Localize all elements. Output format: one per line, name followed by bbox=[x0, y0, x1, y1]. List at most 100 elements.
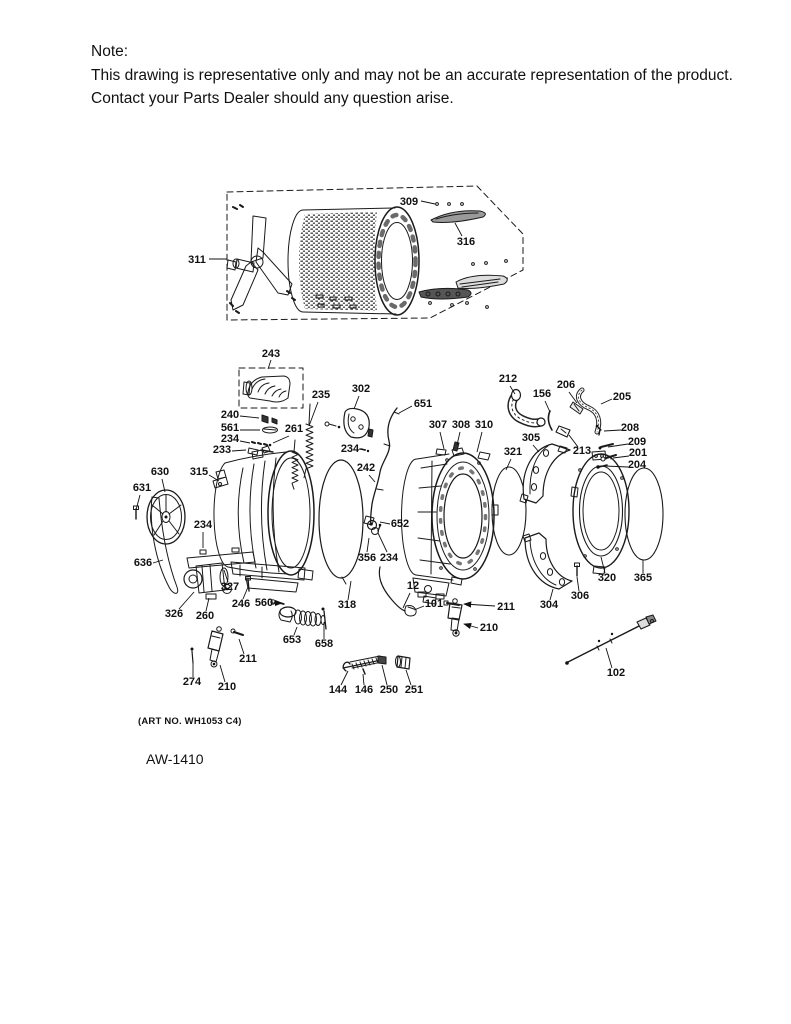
leader-line-210 bbox=[219, 664, 226, 683]
leader-line-233 bbox=[231, 449, 247, 452]
part-label-309: 309 bbox=[400, 196, 418, 208]
part-label-211: 211 bbox=[497, 601, 515, 613]
part-label-305: 305 bbox=[522, 432, 540, 444]
note-block: Note: This drawing is representative onl… bbox=[91, 40, 733, 111]
part-label-327: 327 bbox=[221, 581, 239, 593]
part-label-307: 307 bbox=[429, 419, 447, 431]
leader-line-307 bbox=[439, 431, 445, 450]
part-label-308: 308 bbox=[452, 419, 470, 431]
pressure-hose-651-242 bbox=[360, 407, 400, 526]
part-label-210: 210 bbox=[480, 622, 498, 634]
part-label-102: 102 bbox=[607, 667, 625, 679]
door-gasket-365 bbox=[624, 467, 664, 561]
tub-gasket-318 bbox=[318, 459, 364, 585]
part-label-234: 234 bbox=[221, 433, 240, 445]
leader-line-234 bbox=[239, 440, 251, 444]
part-label-302: 302 bbox=[352, 383, 370, 395]
part-label-213: 213 bbox=[573, 445, 591, 457]
part-label-234: 234 bbox=[194, 519, 213, 531]
part-label-321: 321 bbox=[504, 446, 522, 458]
leader-line-261 bbox=[272, 435, 290, 444]
leader-line-205 bbox=[600, 398, 613, 405]
leader-line-652 bbox=[379, 521, 391, 525]
part-label-561: 561 bbox=[221, 422, 239, 434]
leader-line-146 bbox=[362, 673, 365, 686]
baffle-parts bbox=[418, 202, 508, 309]
part-label-101: 101 bbox=[425, 598, 443, 610]
counterweight-lower-304 bbox=[522, 532, 573, 590]
part-label-210: 210 bbox=[218, 681, 236, 693]
part-label-206: 206 bbox=[557, 379, 575, 391]
leader-line-208 bbox=[603, 429, 622, 432]
drive-pulley-630 bbox=[146, 489, 186, 545]
leader-line-206 bbox=[568, 391, 578, 404]
leader-line-12 bbox=[402, 592, 411, 609]
leader-line-246 bbox=[242, 586, 249, 600]
shock-absorber-left-210 bbox=[207, 626, 224, 668]
shock-absorber-right-210 bbox=[443, 598, 463, 637]
leader-line-211 bbox=[238, 638, 245, 655]
leader-line-321 bbox=[505, 458, 512, 471]
front-ring-320 bbox=[570, 450, 630, 575]
part-label-201: 201 bbox=[629, 447, 647, 459]
drain-tube-12-101 bbox=[378, 566, 417, 617]
leader-line-210 bbox=[463, 622, 479, 630]
part-label-315: 315 bbox=[190, 466, 208, 478]
part-label-261: 261 bbox=[285, 423, 303, 435]
leader-line-250 bbox=[381, 664, 388, 686]
leader-line-326 bbox=[178, 591, 195, 610]
leader-line-235 bbox=[308, 401, 319, 427]
part-label-233: 233 bbox=[213, 444, 231, 456]
wash-basket-drum bbox=[287, 206, 420, 316]
front-gasket-321 bbox=[491, 466, 527, 556]
leader-line-102 bbox=[605, 647, 613, 669]
part-label-234: 234 bbox=[380, 552, 399, 564]
leader-line-156 bbox=[544, 400, 551, 413]
baffle-screws bbox=[428, 202, 508, 309]
part-label-311: 311 bbox=[188, 254, 206, 266]
leader-line-251 bbox=[405, 669, 412, 686]
leader-line-316 bbox=[454, 222, 463, 237]
leader-line-653 bbox=[293, 626, 298, 636]
part-label-630: 630 bbox=[151, 466, 169, 478]
leader-line-308 bbox=[456, 431, 461, 446]
part-label-208: 208 bbox=[621, 422, 639, 434]
leader-line-636 bbox=[152, 559, 164, 564]
leader-line-144 bbox=[340, 670, 349, 686]
part-label-212: 212 bbox=[499, 373, 517, 385]
leader-line-305 bbox=[532, 444, 540, 453]
part-label-242: 242 bbox=[357, 462, 375, 474]
part-label-246: 246 bbox=[232, 598, 250, 610]
leader-line-260 bbox=[205, 597, 210, 612]
leader-line-327 bbox=[223, 569, 229, 583]
part-label-560: 560 bbox=[255, 597, 273, 609]
leader-line-309 bbox=[420, 200, 436, 205]
drain-hose-212 bbox=[507, 388, 546, 428]
note-line-2: Contact your Parts Dealer should any que… bbox=[91, 90, 454, 107]
leader-line-211 bbox=[463, 601, 496, 608]
part-label-243: 243 bbox=[262, 348, 280, 360]
part-label-209: 209 bbox=[628, 436, 646, 448]
part-label-204: 204 bbox=[628, 459, 647, 471]
part-label-205: 205 bbox=[613, 391, 631, 403]
part-label-211: 211 bbox=[239, 653, 257, 665]
part-label-144: 144 bbox=[329, 684, 348, 696]
front-tub-307-310 bbox=[400, 441, 499, 605]
part-label-653: 653 bbox=[283, 634, 301, 646]
clip-156 bbox=[547, 410, 553, 431]
leader-line-306 bbox=[576, 576, 580, 592]
drawing-number: AW-1410 bbox=[146, 751, 204, 767]
part-label-274: 274 bbox=[183, 676, 202, 688]
part-label-306: 306 bbox=[571, 590, 589, 602]
bolt-246 bbox=[245, 576, 251, 592]
bracket-302 bbox=[324, 407, 374, 439]
pressure-sensor-652-356 bbox=[363, 515, 382, 535]
part-label-636: 636 bbox=[134, 557, 152, 569]
fasteners-209-201-204 bbox=[596, 443, 617, 469]
leader-line-356 bbox=[366, 537, 370, 553]
leader-line-201 bbox=[612, 455, 630, 459]
part-label-12: 12 bbox=[407, 580, 419, 592]
part-label-316: 316 bbox=[457, 236, 475, 248]
suspension-springs-235 bbox=[291, 403, 314, 490]
part-label-652: 652 bbox=[391, 518, 409, 530]
